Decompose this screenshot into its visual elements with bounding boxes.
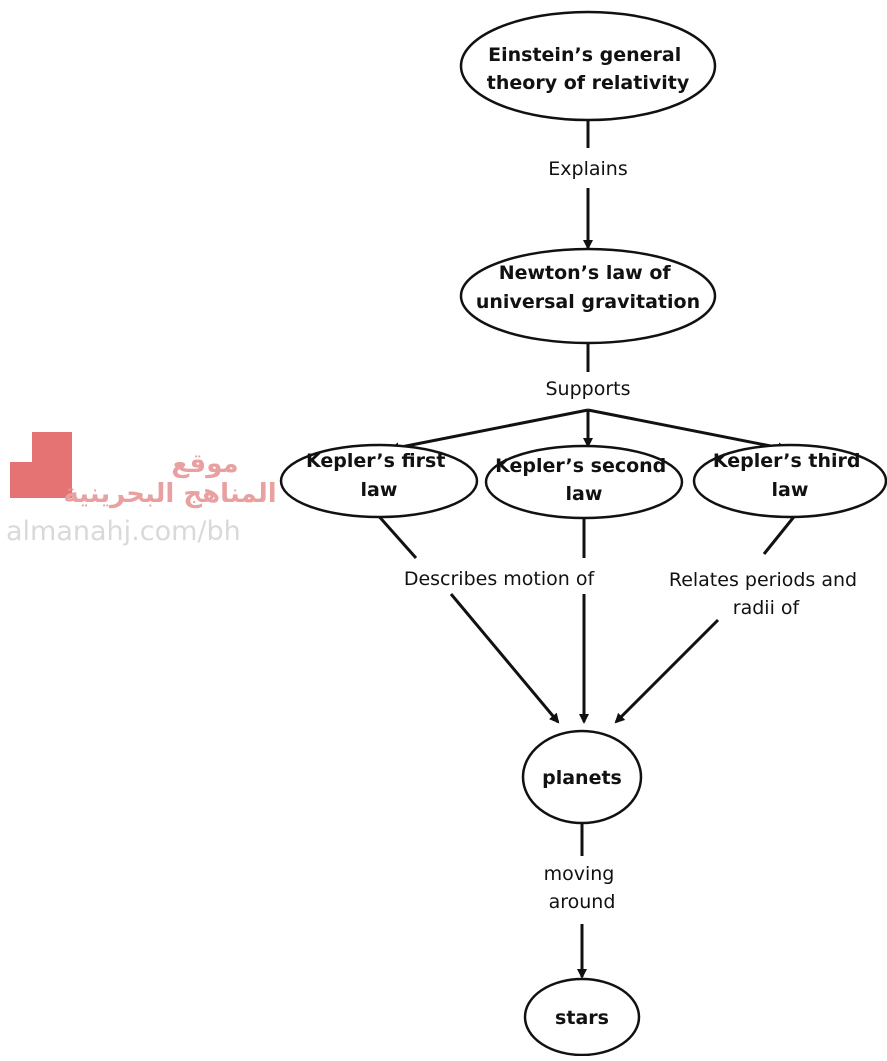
node-newton-label-2: universal gravitation [476, 291, 700, 313]
arrow-supports-kepler1 [389, 408, 589, 453]
link-moving-label-2: around [549, 891, 616, 913]
link-relates-label-1: Relates periods and [669, 569, 857, 591]
watermark-logo-block-top [32, 432, 72, 462]
link-moving-label-1: moving [544, 863, 615, 885]
watermark-url: almanahj.com/bh [6, 516, 241, 547]
node-planets-shape [521, 729, 643, 825]
svg-text:planets: planets [542, 767, 622, 789]
node-einstein-label-1: Einstein’s general [488, 44, 681, 66]
link-explains: Explains [548, 158, 627, 180]
line-kepler3-relates [762, 512, 799, 555]
link-supports: Supports [545, 378, 630, 400]
svg-text:stars: stars [555, 1007, 609, 1029]
node-kepler-third-label-2: law [772, 479, 809, 501]
node-kepler-second-label-1: Kepler’s second [495, 455, 666, 477]
node-stars-shape [523, 977, 641, 1057]
svg-text:Kepler’s second law: Kepler’s second law [495, 455, 673, 505]
link-moving-around: moving around [544, 863, 621, 913]
link-describes-label: Describes motion of [404, 568, 596, 590]
svg-text:Kepler’s third law: Kepler’s third law [713, 450, 867, 501]
node-kepler-first: Kepler’s first law [279, 443, 479, 519]
node-kepler-first-label-2: law [361, 479, 398, 501]
link-supports-label: Supports [545, 378, 630, 400]
node-einstein-label-2: theory of relativity [487, 72, 690, 94]
link-describes: Describes motion of [404, 568, 596, 590]
node-einstein-shape [459, 10, 717, 122]
node-newton-shape [459, 247, 717, 345]
watermark-arabic-line1: موقع [171, 449, 238, 479]
arrow-relates-planets [614, 618, 720, 724]
arrow-describes-planets-left [449, 593, 560, 724]
node-newton: Newton’s law of universal gravitation [459, 247, 717, 345]
node-planets-label: planets [542, 767, 622, 789]
svg-text:Kepler’s first law: Kepler’s first law [306, 450, 452, 501]
node-kepler-third: Kepler’s third law [692, 443, 887, 519]
node-kepler-first-shape [279, 443, 479, 519]
connectors [374, 120, 799, 979]
node-stars: stars [523, 977, 641, 1057]
node-newton-label-1: Newton’s law of [499, 262, 672, 284]
node-kepler-second: Kepler’s second law [484, 444, 684, 520]
node-stars-label: stars [555, 1007, 609, 1029]
link-relates-label-2: radii of [733, 597, 801, 619]
node-kepler-third-shape [692, 443, 887, 519]
link-explains-label: Explains [548, 158, 627, 180]
node-kepler-first-label-1: Kepler’s first [306, 450, 445, 472]
svg-text:Newton’s law of universa: Newton’s law of universal gravitation [476, 262, 700, 313]
line-kepler1-describes [374, 512, 418, 559]
link-relates: Relates periods and radii of [669, 569, 863, 619]
arrow-supports-kepler3 [587, 408, 788, 453]
node-planets: planets [521, 729, 643, 825]
watermark: موقع المناهج البحرينية almanahj.com/bh [6, 432, 277, 547]
node-kepler-second-label-2: law [566, 483, 603, 505]
watermark-logo-block-bottom [10, 462, 72, 498]
node-einstein: Einstein’s general theory of relativity [459, 10, 717, 122]
node-kepler-second-shape [484, 444, 684, 520]
svg-text:Einstein’s general theor: Einstein’s general theory of relativity [487, 44, 690, 94]
node-kepler-third-label-1: Kepler’s third [713, 450, 861, 472]
watermark-arabic-line2: المناهج البحرينية [63, 479, 276, 509]
